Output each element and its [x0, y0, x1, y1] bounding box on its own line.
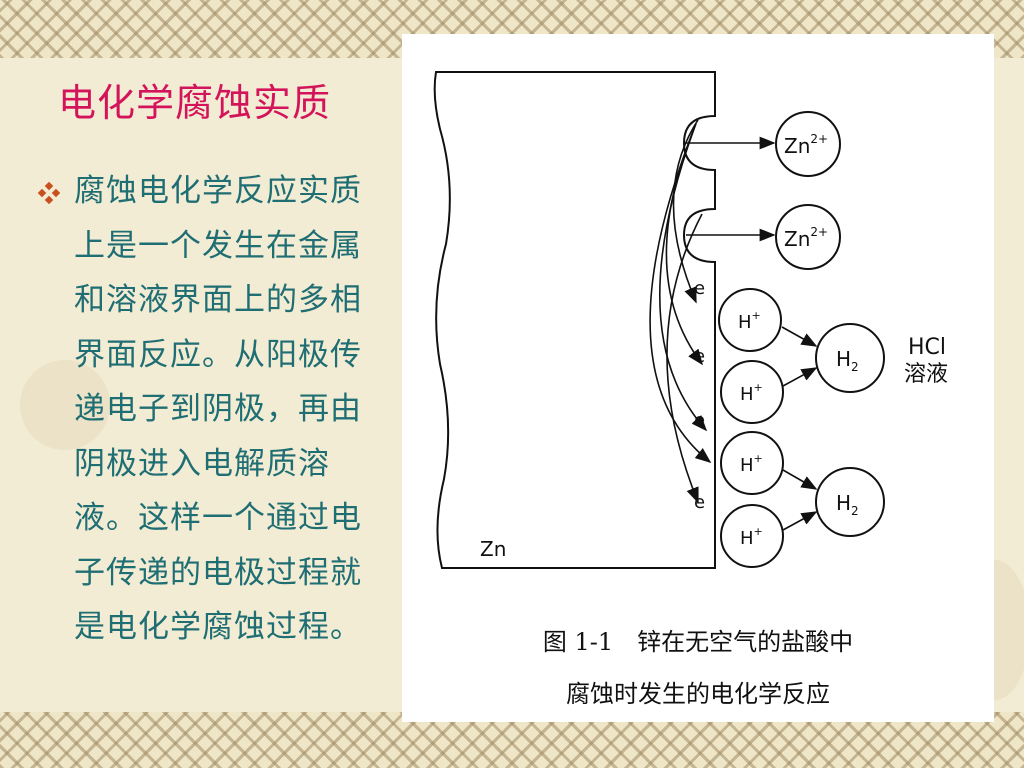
electron-label: e: [694, 278, 705, 299]
electron-path: [672, 119, 699, 304]
figure-panel: Zn Zn2+ Zn2+ e e e e H+ H+ H+ H+: [402, 34, 994, 722]
hydrogen-ion-circle: [720, 504, 784, 568]
hydrogen-ion-circle: [718, 288, 782, 352]
h2-arrow: [782, 511, 818, 531]
hydrogen-ion-circle: [720, 360, 784, 424]
hydrogen-ion-label: H+: [740, 381, 763, 405]
bullet-paragraph: 腐蚀电化学反应实质上是一个发生在金属和溶液界面上的多相界面反应。从阳极传递电子到…: [74, 173, 362, 645]
hydrogen-ion-label: H+: [738, 309, 761, 333]
zn-ion-circle: [775, 111, 841, 177]
hydrogen-ion-label: H+: [740, 525, 763, 549]
figure-caption-line2: 腐蚀时发生的电化学反应: [566, 680, 830, 708]
electron-label: e: [694, 492, 705, 513]
zinc-corrosion-diagram: Zn Zn2+ Zn2+ e e e e H+ H+ H+ H+: [433, 71, 948, 569]
h2-arrow: [781, 326, 818, 347]
slide-title: 电化学腐蚀实质: [58, 81, 332, 125]
electron-label: e: [694, 346, 705, 367]
hydrogen-molecule-label: H2: [836, 491, 859, 518]
hydrogen-molecule-label: H2: [836, 347, 859, 374]
hydrogen-ion-label: H+: [740, 452, 763, 476]
electron-path: [658, 128, 708, 432]
solution-label-line1: HCl: [908, 335, 946, 360]
diamond-bullet-icon: [38, 182, 60, 204]
zinc-metal-block: [433, 71, 716, 569]
h2-arrow: [782, 469, 818, 490]
zn-ion-label: Zn2+: [784, 132, 828, 158]
background-watermark: [20, 360, 110, 450]
hydrogen-molecule-circle: [815, 467, 885, 537]
electron-path: [649, 133, 712, 464]
zinc-label: Zn: [480, 537, 506, 561]
hydrogen-ion-circle: [720, 431, 784, 495]
electron-label: e: [694, 410, 705, 431]
electron-path: [666, 213, 703, 504]
h2-arrow: [782, 367, 818, 387]
figure-caption-line1: 图 1-1 锌在无空气的盐酸中: [542, 628, 854, 656]
zn-ion-circle: [775, 204, 841, 270]
zn-ion-label: Zn2+: [784, 225, 828, 251]
solution-label-line2: 溶液: [904, 362, 948, 387]
top-decorative-border: [0, 0, 1024, 58]
hydrogen-molecule-circle: [815, 323, 885, 393]
